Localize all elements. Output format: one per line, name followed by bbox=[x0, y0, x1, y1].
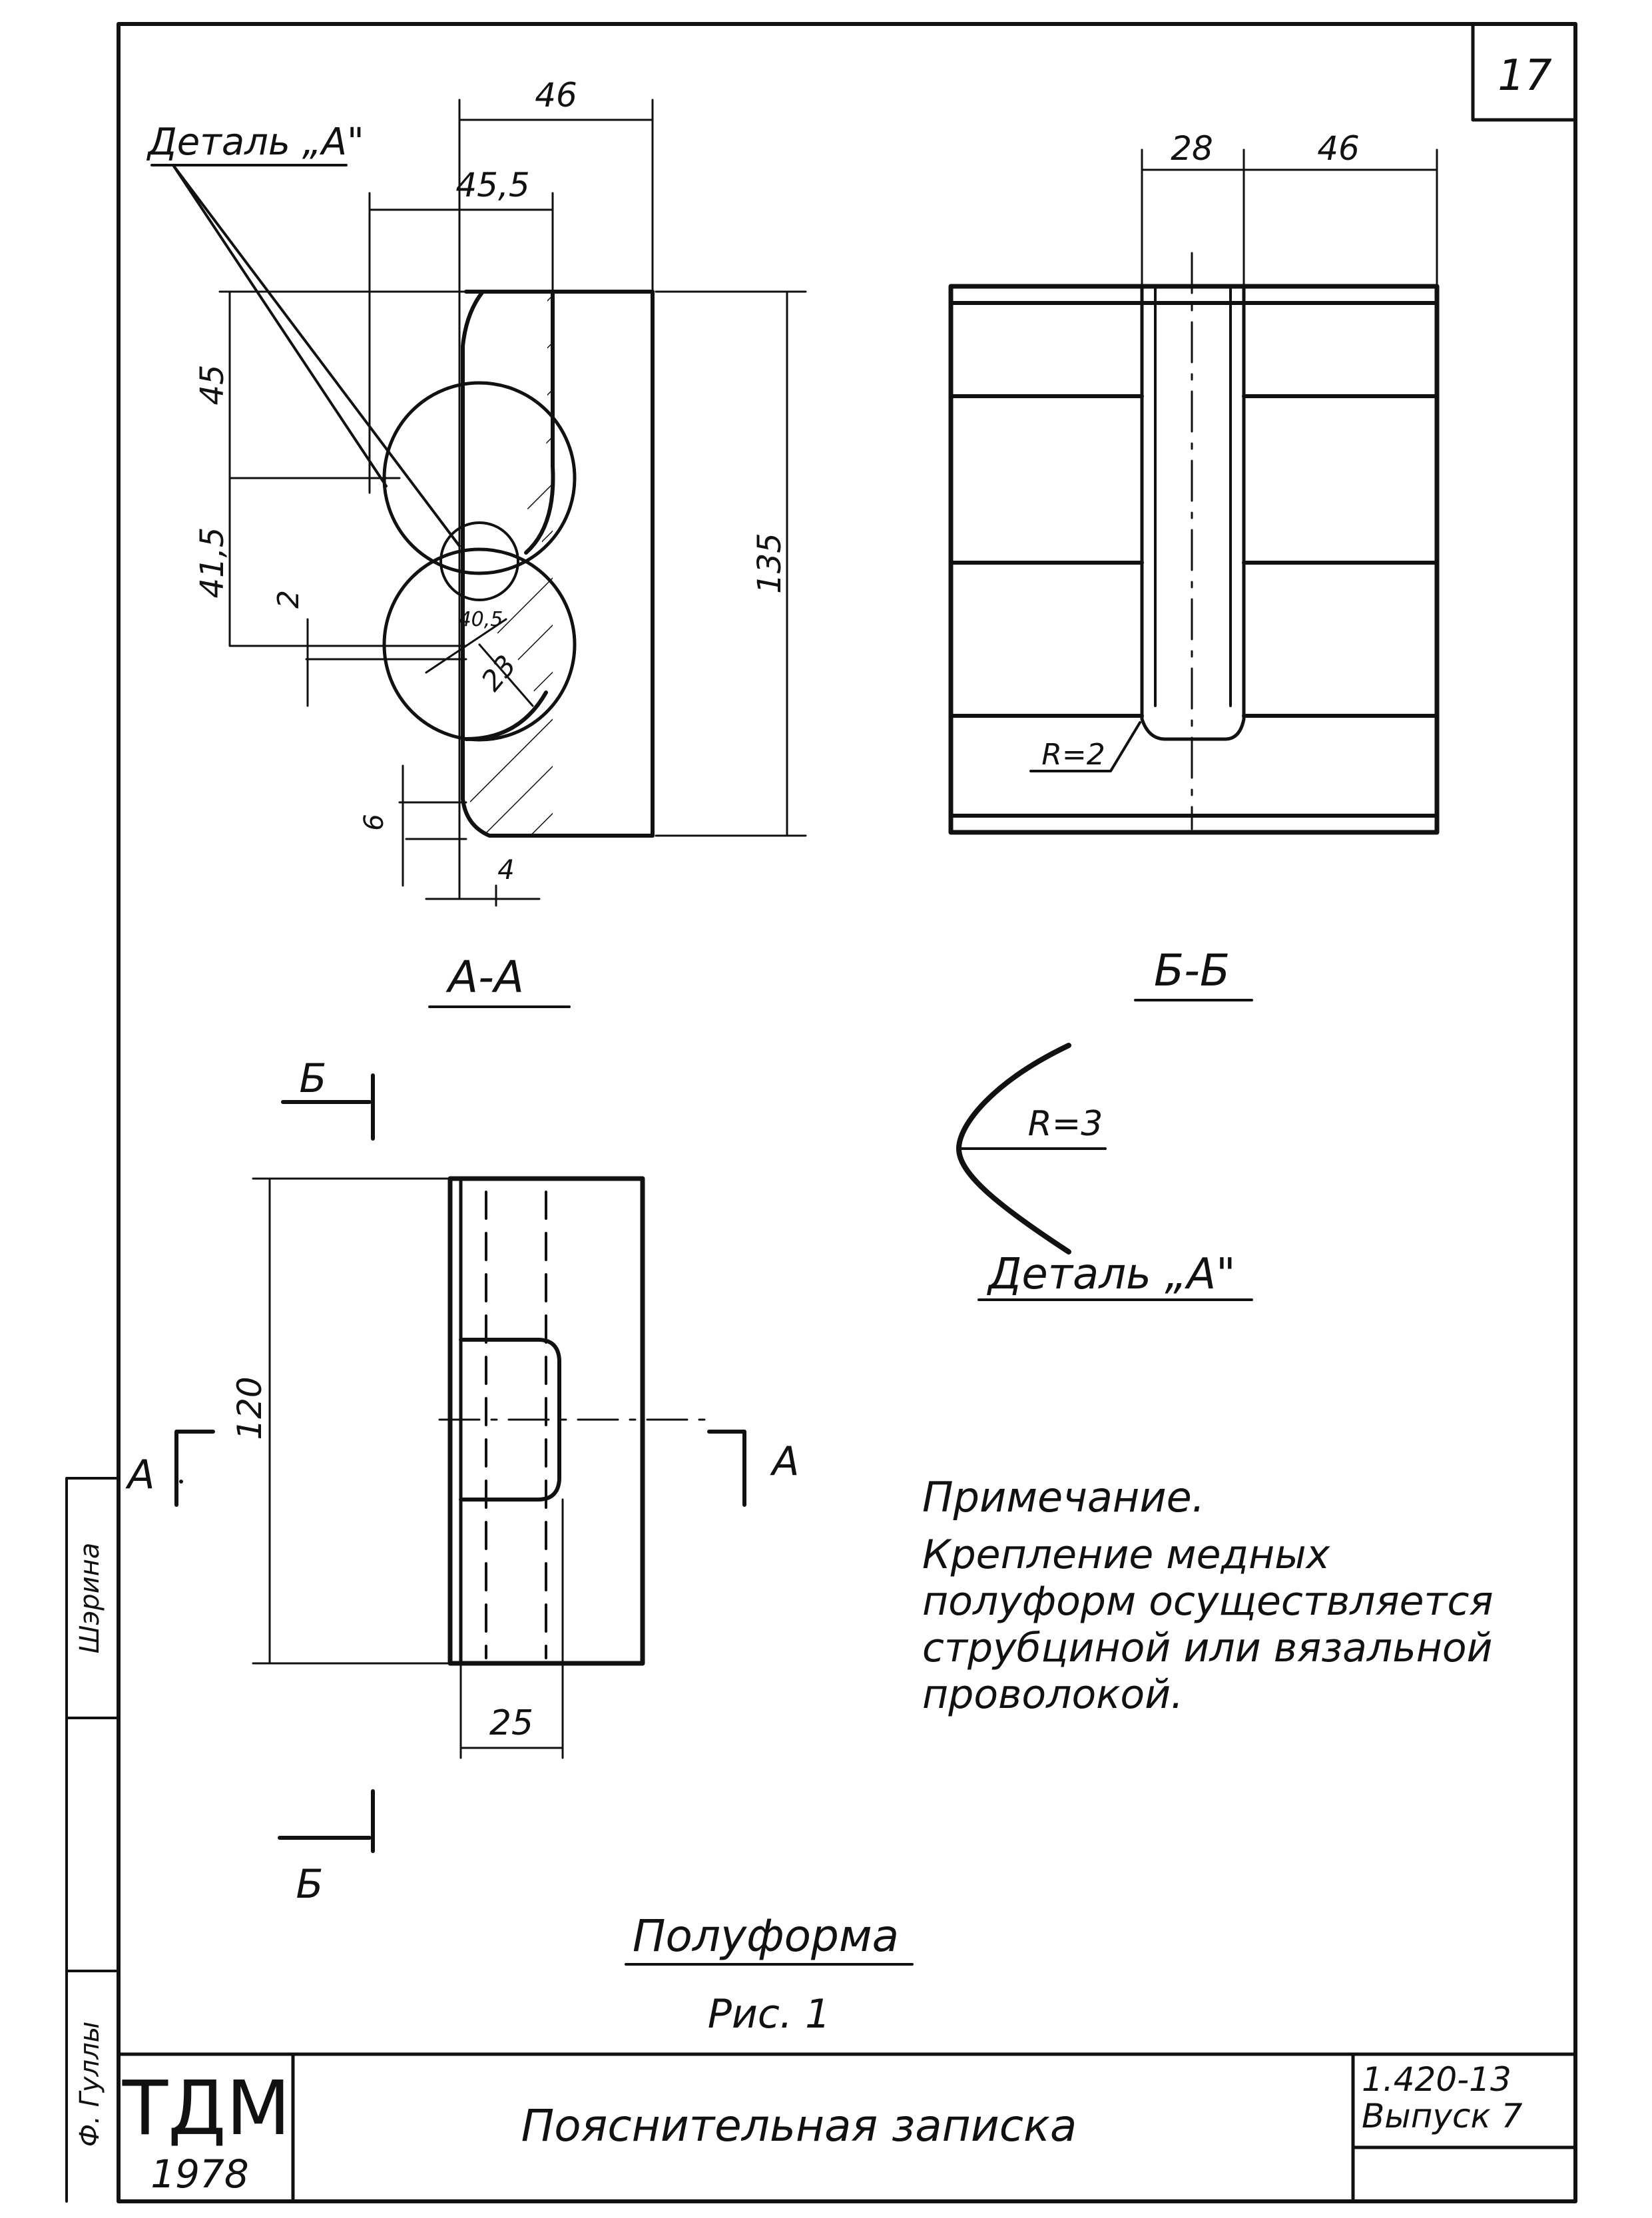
title-block-org: ТДМ bbox=[122, 2066, 291, 2152]
aa-dim-radius-large: 23 bbox=[475, 649, 523, 696]
title-block-year: 1978 bbox=[150, 2151, 249, 2197]
aa-dim-top-inner: 45,5 bbox=[455, 166, 529, 204]
detail-a-label: Деталь „А" bbox=[986, 1250, 1235, 1299]
note-title: Примечание. bbox=[922, 1473, 1205, 1522]
detail-a-radius: R=3 bbox=[1028, 1104, 1103, 1144]
title-block-doc-title: Пояснительная записка bbox=[521, 2100, 1077, 2151]
aa-dim-offset: 2 bbox=[272, 590, 306, 609]
plan-cut-a-right: А bbox=[769, 1438, 799, 1485]
plan-dim-height: 120 bbox=[230, 1376, 269, 1440]
section-bb-view bbox=[948, 148, 1440, 835]
plan-cut-a-left: А bbox=[125, 1452, 154, 1498]
plan-cut-b-top: Б bbox=[299, 1055, 326, 1102]
note-line-1: Крепление медных bbox=[922, 1531, 1330, 1578]
section-bb-label: Б-Б bbox=[1154, 945, 1230, 996]
aa-dim-radius-small: 40,5 bbox=[459, 608, 503, 631]
sheet-number: 17 bbox=[1498, 51, 1552, 101]
bb-dim-right: 46 bbox=[1317, 129, 1360, 168]
aa-dim-bottom-right: 4 bbox=[497, 855, 514, 886]
sheet-frame bbox=[65, 22, 1577, 2203]
aa-dim-bottom-left: 6 bbox=[359, 814, 390, 830]
bb-dim-left: 28 bbox=[1171, 129, 1213, 168]
section-aa-label: А-А bbox=[445, 952, 524, 1003]
detail-a-view bbox=[956, 1043, 1107, 1254]
section-aa-view bbox=[150, 99, 807, 907]
side-stamp-text-1: Шэрина bbox=[75, 1543, 105, 1654]
title-block-issue: Выпуск 7 bbox=[1362, 2097, 1523, 2135]
note-line-2: полуформ осуществляется bbox=[922, 1578, 1494, 1625]
aa-detail-callout: Деталь „А" bbox=[146, 121, 364, 164]
plan-cut-b-bottom: Б bbox=[296, 1861, 323, 1908]
plan-dim-width: 25 bbox=[489, 1703, 533, 1743]
aa-dim-height-mid: 41,5 bbox=[194, 527, 231, 599]
note-line-4: проволокой. bbox=[922, 1671, 1183, 1718]
side-stamp-text-2: Ф. Гуллы bbox=[75, 2022, 105, 2147]
note-block: Примечание. Крепление медных полуформ ос… bbox=[922, 1473, 1494, 1718]
figure-title: Полуформа bbox=[633, 1910, 899, 1962]
figure-caption: Рис. 1 bbox=[708, 1991, 830, 2038]
note-line-3: струбциной или вязальной bbox=[922, 1625, 1493, 1671]
bb-dim-radius: R=2 bbox=[1041, 738, 1105, 772]
aa-dim-top-outer: 46 bbox=[535, 76, 577, 115]
aa-dim-height-upper: 45 bbox=[194, 364, 231, 405]
aa-dim-height-total: 135 bbox=[751, 533, 788, 594]
title-block-doc-code: 1.420-13 bbox=[1362, 2060, 1512, 2099]
plan-view bbox=[174, 1073, 746, 1853]
